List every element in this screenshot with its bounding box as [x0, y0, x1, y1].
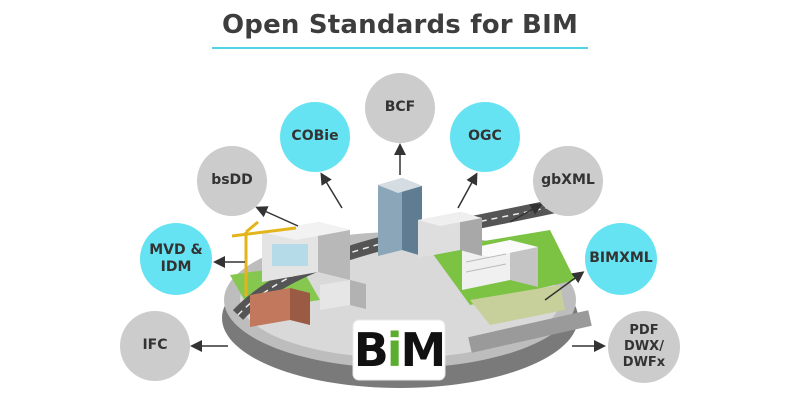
page-title: Open Standards for BIM [221, 10, 579, 40]
arrow-ogc [457, 172, 478, 209]
node-pdf-dwx-dwfx: PDF DWX/ DWFx [608, 311, 680, 383]
node-bcf: BCF [365, 73, 435, 143]
bim-logo-m: M [400, 323, 447, 377]
node-ifc: IFC [120, 311, 190, 381]
title-underline [212, 47, 588, 49]
construction-crane [231, 220, 297, 296]
connector-arrows [190, 143, 606, 352]
bim-logo-i: i [386, 323, 403, 377]
node-bsdd: bsDD [197, 146, 267, 216]
node-gbxml: gbXML [533, 146, 603, 216]
bim-logo: B i M [353, 320, 447, 380]
arrow-bsdd [255, 206, 299, 227]
building-small [320, 280, 366, 310]
building-mid [418, 212, 482, 258]
arrow-gbxml [509, 203, 543, 223]
arrow-bimxml [544, 271, 585, 301]
node-ogc: OGC [450, 102, 520, 172]
bim-logo-b: B [353, 323, 389, 377]
tower [378, 178, 422, 256]
brick-building [250, 288, 310, 327]
arrow-cobie [320, 172, 343, 209]
node-cobie: COBie [280, 102, 350, 172]
bim-logo-plate [352, 319, 446, 381]
node-bimxml: BIMXML [585, 223, 657, 295]
node-mvd-idm: MVD & IDM [140, 223, 212, 295]
building-left [262, 222, 350, 282]
